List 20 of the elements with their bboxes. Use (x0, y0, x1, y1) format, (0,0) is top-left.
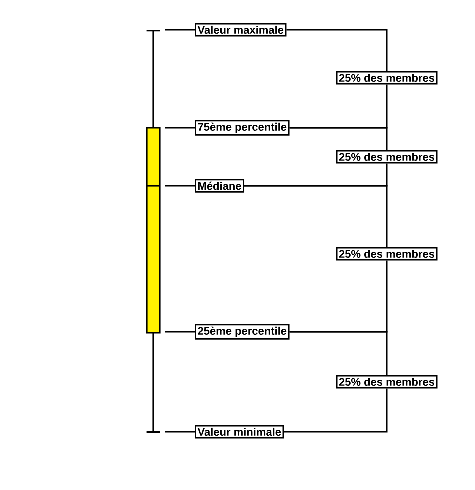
label-box: 75ème percentile (195, 120, 290, 136)
label-box: 25% des membres (336, 375, 438, 389)
leader-line (165, 29, 195, 31)
label-box: Valeur maximale (195, 23, 287, 37)
leader-line (165, 127, 195, 129)
label-box: 25% des membres (336, 247, 438, 261)
bracket-line (290, 127, 388, 150)
leader-line (165, 431, 195, 433)
label-box: 25ème percentile (195, 324, 290, 340)
label-box: 25% des membres (336, 150, 438, 164)
bracket-line (244, 185, 388, 248)
bracket-line (286, 29, 388, 72)
label-box: Valeur minimale (195, 425, 284, 439)
label-box: Médiane (195, 179, 244, 193)
bracket-line (290, 331, 388, 376)
label-box: 25% des membres (336, 71, 438, 85)
boxplot-drawing (146, 30, 161, 433)
bracket-line (284, 388, 388, 433)
leader-line (165, 185, 195, 187)
leader-line (165, 331, 195, 333)
